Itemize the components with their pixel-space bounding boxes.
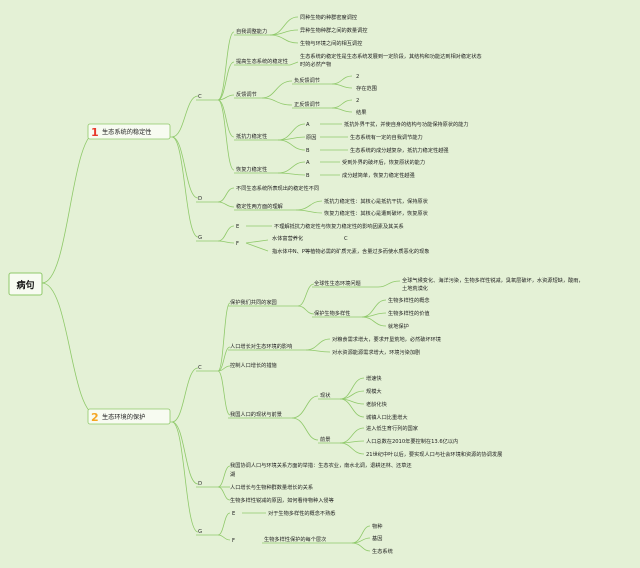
f-item-3: 生态系统 [372, 547, 393, 555]
b1-d-item-2a: 抵抗力稳定性：其核心是抵抗干扰，保持原状 [324, 197, 429, 205]
root-title: 病句 [16, 279, 34, 291]
hf-b-text: 成分越简单，恢复力稳定性越强 [342, 171, 415, 179]
b2-g-e-letter: E [232, 511, 235, 517]
root-node[interactable]: 病句 [8, 272, 43, 296]
xz-item-3: 老龄化快 [366, 400, 388, 408]
dk-a-letter: A [306, 122, 310, 128]
fu-note-2: 存在范围 [356, 84, 377, 92]
qj-item-2: 人口总数在2010年要控制在13.6亿以内 [366, 437, 458, 445]
node-qq[interactable]: 全球性生态环境问题 [314, 279, 361, 287]
rk-item-2: 对水资源能源需求增大，环境污染加剧 [332, 348, 420, 356]
b1-g-e-letter: E [236, 224, 239, 230]
node-tg[interactable]: 提高生态系统的稳定性 [236, 57, 288, 65]
zheng-note-1: 2 [356, 98, 359, 104]
b2-d-item-1b: 湖 [230, 470, 235, 478]
dk-y-text: 生态系统有一定的自我调节能力 [350, 133, 423, 141]
b1-g-f-mark: C [344, 236, 348, 242]
tg-note-2: 时的必然产物 [300, 60, 331, 68]
b2-d-item-1a: 我国协调人口与环境关系方面的举措：生态农业，南水北调，退耕还林、还草还 [230, 461, 412, 469]
node-zt[interactable]: 自我调整能力 [236, 27, 267, 35]
b2-d-label[interactable]: D [198, 481, 202, 487]
b1-c-label[interactable]: C [198, 94, 202, 100]
node-zheng[interactable]: 正反馈调节 [294, 100, 320, 108]
fu-note-1: 2 [356, 74, 359, 80]
node-fk[interactable]: 反馈调节 [236, 90, 257, 98]
tg-note-1: 生态系统的稳定性是生态系统发展到一定阶段，其结构和功能达到相对稳定状态 [300, 52, 482, 60]
b1-g-f-head: 水体富营养化 [272, 234, 303, 242]
branch-1-number: 1 [91, 126, 99, 139]
zheng-note-2: 结果 [356, 108, 366, 116]
qj-item-1: 进入低生育行列的国家 [366, 424, 418, 432]
qq-text-1: 全球气候变化、海洋污染，生物多样性锐减，臭氧层破坏，水资源短缺，酸雨， [402, 276, 584, 284]
b2-g-label[interactable]: G [198, 529, 202, 535]
b2-d-item-3: 生物多样性锐减的原因，如何看待物种入侵等 [230, 496, 334, 504]
b1-g-f-letter: F [236, 241, 239, 247]
node-sw[interactable]: 保护生物多样性 [314, 309, 350, 317]
branch-1-title: 生态系统的稳定性 [102, 128, 152, 136]
b1-d-item-2[interactable]: 稳定性两方面的理解 [236, 202, 283, 210]
xz-item-1: 增速快 [366, 374, 382, 382]
hf-b-letter: B [306, 173, 310, 179]
f-item-2: 基因 [372, 534, 382, 542]
dk-b-letter: B [306, 148, 310, 154]
b1-d-item-1: 不同生态系统所表现出的稳定性不同 [236, 184, 319, 192]
node-hf[interactable]: 恢复力稳定性 [236, 165, 267, 173]
b2-g-f-text[interactable]: 生物多样性保护的每个层次 [264, 535, 326, 543]
node-dk[interactable]: 抵抗力稳定性 [236, 132, 267, 140]
zt-item-2: 异种生物种群之间的数量调控 [300, 26, 367, 34]
b1-d-item-2b: 恢复力稳定性：其核心是遭到破坏，恢复原状 [324, 209, 429, 217]
node-fu[interactable]: 负反馈调节 [294, 76, 320, 84]
hf-a-text: 受到外界的破坏后，恢复原状的能力 [342, 158, 425, 166]
xz-item-2: 规模大 [366, 387, 382, 395]
sw-item-2: 生物多样性的价值 [388, 309, 430, 317]
node-wg[interactable]: 我国人口的现状与前景 [230, 410, 282, 418]
node-rk[interactable]: 人口增长对生态环境的影响 [230, 342, 292, 350]
b1-g-e-text: 不理解抵抗力稳定性与恢复力稳定性的影响因素及其关系 [274, 222, 404, 230]
b2-c-label[interactable]: C [198, 365, 202, 371]
node-bh[interactable]: 保护我们共同的家园 [230, 298, 277, 306]
dk-y-letter: 原因 [306, 134, 316, 141]
node-kz: 控制人口增长的措施 [230, 361, 277, 369]
sw-item-3: 就地保护 [388, 322, 409, 330]
b1-g-label[interactable]: G [198, 235, 202, 241]
dk-b-text: 生态系统的成分越复杂，抵抗力稳定性越强 [350, 146, 449, 154]
rk-item-1: 对粮食需求增大，要求开垦荒地，必然破坏环境 [332, 335, 441, 343]
branch-2-number: 2 [91, 411, 99, 424]
branch-2-title: 生态环境的保护 [102, 413, 145, 421]
b2-d-item-2: 人口增长与生物种群数量增长的关系 [230, 483, 313, 491]
xz-item-4: 城镇人口比重增大 [366, 413, 408, 421]
qj-item-3: 21世纪中叶以后，要实现人口与社会环境和资源的协调发展 [366, 450, 502, 458]
b1-g-f-text: 指水体中N、P等植物必需的矿质元素，含量过多而使水质恶化的现象 [272, 247, 429, 255]
b2-g-e-text: 对于生物多样性的概念不熟悉 [268, 509, 335, 517]
zt-item-1: 同种生物的种群密度调控 [300, 13, 357, 21]
hf-a-letter: A [306, 160, 310, 166]
b1-d-label[interactable]: D [198, 196, 202, 202]
branch-2-node[interactable]: 2 生态环境的保护 [87, 408, 171, 425]
zt-item-3: 生物与环境之间的相互调控 [300, 39, 362, 47]
b2-g-f-letter: F [232, 538, 235, 544]
sw-item-1: 生物多样性的概念 [388, 296, 430, 304]
branch-1-node[interactable]: 1 生态系统的稳定性 [87, 123, 171, 140]
node-xz[interactable]: 现状 [320, 391, 331, 399]
node-qj[interactable]: 前景 [320, 435, 330, 443]
qq-text-2: 土地荒漠化 [402, 284, 428, 292]
dk-a-text: 抵抗外界干扰，并使自身的结构与功能保持原状的能力 [344, 120, 469, 128]
connector-lines [41, 16, 401, 552]
f-item-1: 物种 [372, 522, 382, 530]
